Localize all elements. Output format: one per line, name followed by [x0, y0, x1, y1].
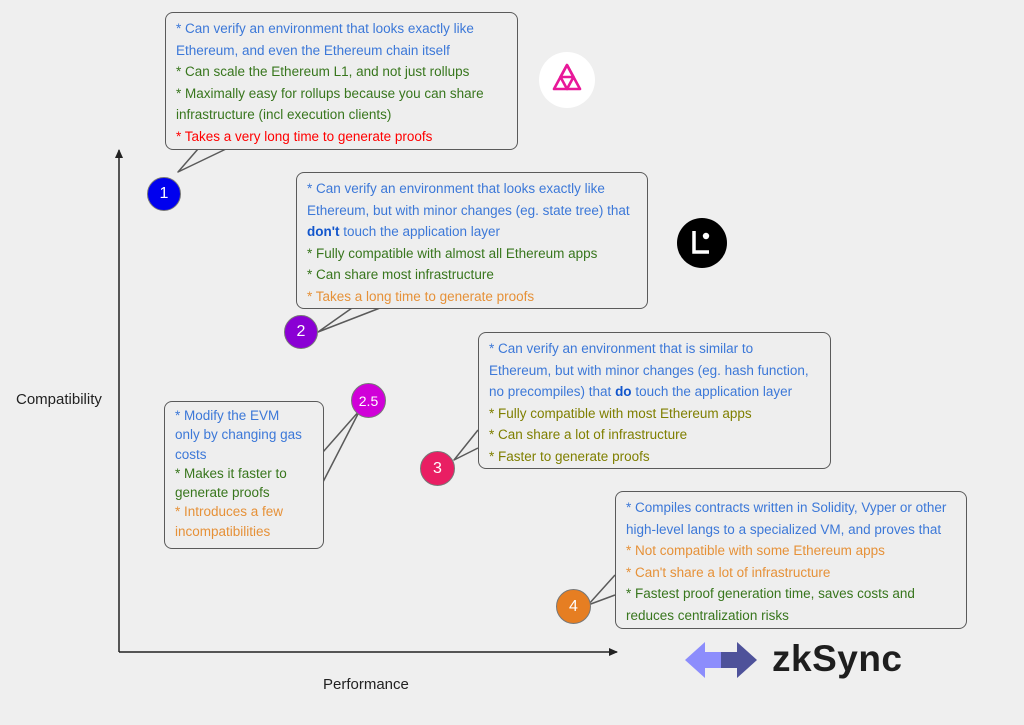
callout-line: generate proofs	[175, 483, 313, 502]
callout-type-4: * Compiles contracts written in Solidity…	[615, 491, 967, 629]
callout-text: * Fully compatible with almost all Ether…	[307, 245, 598, 261]
callout-text: * Takes a very long time to generate pro…	[176, 128, 433, 144]
type-4-marker: 4	[556, 589, 591, 624]
callout-line: * Introduces a few	[175, 502, 313, 521]
callout-type-2: * Can verify an environment that looks e…	[296, 172, 648, 309]
callout-line: * Maximally easy for rollups because you…	[176, 83, 507, 105]
callout-line: Ethereum, and even the Ethereum chain it…	[176, 40, 507, 62]
callout-text: touch the application layer	[339, 224, 501, 239]
callout-text: touch the application layer	[631, 384, 793, 399]
taiko-triangle-icon	[539, 52, 595, 108]
callout-emphasis: don't	[307, 224, 340, 239]
callout-line: * Takes a very long time to generate pro…	[176, 126, 507, 148]
callout-emphasis: do	[615, 384, 632, 399]
callout-line: * Compiles contracts written in Solidity…	[626, 497, 956, 519]
callout-text: costs	[175, 446, 207, 462]
callout-text: * Fully compatible with most Ethereum ap…	[489, 405, 752, 421]
callout-text: * Can't share a lot of infrastructure	[626, 564, 831, 580]
callout-line: * Can't share a lot of infrastructure	[626, 562, 956, 584]
callout-text: * Maximally easy for rollups because you…	[176, 85, 484, 101]
callout-text: incompatibilities	[175, 523, 271, 539]
zksync-arrows-icon	[685, 642, 757, 678]
callout-type-1: * Can verify an environment that looks e…	[165, 12, 518, 150]
tail-type-2	[317, 307, 381, 333]
callout-line: only by changing gas	[175, 425, 313, 444]
callout-line: costs	[175, 445, 313, 464]
callout-line: * Fully compatible with almost all Ether…	[307, 243, 637, 265]
type-1-marker: 1	[147, 177, 181, 211]
type-1-number: 1	[159, 185, 169, 202]
callout-line: infrastructure (incl execution clients)	[176, 104, 507, 126]
callout-text: * Can verify an environment that looks e…	[176, 21, 474, 36]
callout-line: * Fully compatible with most Ethereum ap…	[489, 403, 820, 425]
type-3-number: 3	[433, 459, 442, 477]
callout-line: high-level langs to a specialized VM, an…	[626, 519, 956, 541]
callout-line: * Faster to generate proofs	[489, 446, 820, 468]
x-axis-label: Performance	[323, 676, 409, 693]
callout-text: * Faster to generate proofs	[489, 448, 650, 464]
callout-text: * Makes it faster to	[175, 465, 287, 481]
callout-text: * Can verify an environment that is simi…	[489, 341, 754, 356]
zksync-wordmark: zkSync	[772, 638, 903, 679]
callout-text: * Can share most infrastructure	[307, 267, 494, 282]
callout-text: Ethereum, and even the Ethereum chain it…	[176, 42, 450, 58]
callout-text: only by changing gas	[175, 427, 302, 443]
callout-text: no precompiles) that	[489, 384, 616, 399]
callout-line: * Not compatible with some Ethereum apps	[626, 540, 956, 562]
tail-type-2-5	[322, 409, 361, 483]
callout-line: * Can verify an environment that looks e…	[176, 18, 507, 40]
tail-type-1	[177, 148, 227, 173]
linea-l-icon	[677, 218, 727, 268]
callout-text: * Can scale the Ethereum L1, and not jus…	[176, 64, 470, 79]
callout-text: * Can share a lot of infrastructure	[489, 427, 688, 442]
callout-text: infrastructure (incl execution clients)	[176, 107, 392, 122]
callout-line: * Can share a lot of infrastructure	[489, 424, 820, 446]
callout-line: * Can verify an environment that looks e…	[307, 178, 637, 200]
callout-line: * Takes a long time to generate proofs	[307, 286, 637, 308]
callout-text: * Can verify an environment that looks e…	[307, 181, 605, 196]
callout-line: * Can verify an environment that is simi…	[489, 338, 820, 360]
callout-text: high-level langs to a specialized VM, an…	[626, 521, 942, 537]
tail-type-3	[453, 429, 479, 461]
callout-line: Ethereum, but with minor changes (eg. st…	[307, 200, 637, 222]
callout-text: reduces centralization risks	[626, 607, 789, 623]
callout-type-2-5: * Modify the EVM only by changing gas cost…	[164, 401, 324, 549]
type-4-number: 4	[569, 597, 578, 615]
callout-line: no precompiles) that do touch the applic…	[489, 381, 820, 403]
callout-text: * Compiles contracts written in Solidity…	[626, 500, 947, 515]
callout-text: * Takes a long time to generate proofs	[307, 288, 535, 304]
callout-text: Ethereum, but with minor changes (eg. ha…	[489, 362, 809, 378]
callout-text: * Introduces a few	[175, 504, 284, 520]
callout-line: Ethereum, but with minor changes (eg. ha…	[489, 360, 820, 382]
type-2-5-number: 2.5	[358, 392, 379, 409]
callout-type-3: * Can verify an environment that is simi…	[478, 332, 831, 469]
callout-line: * Modify the EVM	[175, 406, 313, 425]
callout-line: reduces centralization risks	[626, 605, 956, 627]
callout-line: incompatibilities	[175, 522, 313, 541]
type-2-number: 2	[296, 323, 306, 340]
type-2-marker: 2	[284, 315, 318, 349]
type-2-5-marker: 2.5	[351, 383, 386, 418]
callout-line: * Fastest proof generation time, saves c…	[626, 583, 956, 605]
callout-text: * Modify the EVM	[175, 408, 280, 423]
callout-line: * Can scale the Ethereum L1, and not jus…	[176, 61, 507, 83]
tail-type-4	[587, 574, 616, 606]
callout-text: Ethereum, but with minor changes (eg. st…	[307, 202, 630, 218]
callout-text: * Fastest proof generation time, saves c…	[626, 586, 915, 601]
callout-text: * Not compatible with some Ethereum apps	[626, 543, 885, 558]
callout-text: generate proofs	[175, 485, 270, 501]
callout-line: * Can share most infrastructure	[307, 264, 637, 286]
callout-line: don't touch the application layer	[307, 221, 637, 243]
type-3-marker: 3	[420, 451, 455, 486]
callout-line: * Makes it faster to	[175, 464, 313, 483]
y-axis-label: Compatibility	[16, 391, 102, 408]
